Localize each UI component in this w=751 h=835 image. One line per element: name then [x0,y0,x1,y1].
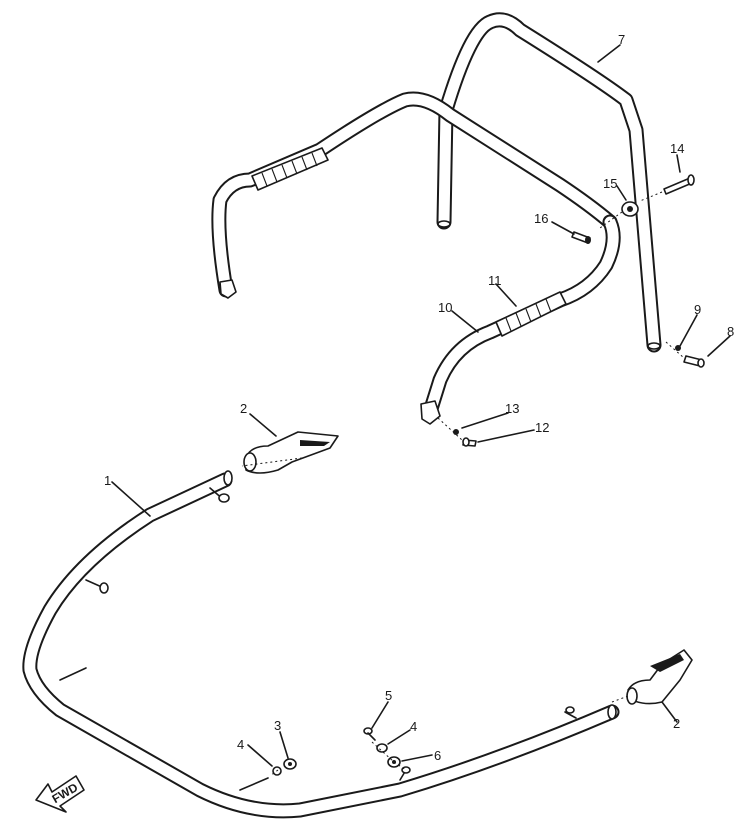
washer-part-13 [453,429,459,435]
forward-direction-arrow: FWD [35,775,85,813]
callout-11: 11 [488,273,502,288]
callout-4-left: 4 [237,737,244,752]
bolt-part-14 [663,174,695,195]
callout-8: 8 [727,324,734,339]
end-cap-lower-part-2 [626,649,693,705]
callout-3: 3 [274,718,281,733]
leader-lines [111,44,731,767]
nut-part-3 [283,758,297,770]
assembly-lines [241,191,685,777]
frame-stud-f [564,711,577,719]
upper-grab-bar [211,91,618,299]
grip-part-11 [495,291,567,337]
side-bar-part-10 [420,214,621,425]
callout-6: 6 [434,748,441,763]
callout-15: 15 [603,176,617,191]
upper-grip [251,147,329,191]
washer-part-4b [376,743,388,753]
rear-bar-right-end [647,342,661,350]
callout-labels: 7 14 15 16 9 8 11 10 13 12 2 1 2 3 4 5 4… [104,32,734,763]
callout-14: 14 [670,141,684,156]
callout-12: 12 [535,420,549,435]
callout-16: 16 [534,211,548,226]
callout-4-right: 4 [410,719,417,734]
frame-left-end [223,470,233,486]
callout-10: 10 [438,300,452,315]
bolt-part-8 [683,355,705,368]
bolt-part-12 [462,437,477,447]
callout-13: 13 [505,401,519,416]
frame-stud-c [59,667,87,681]
frame-stud-d [239,777,269,791]
washer-part-6 [387,756,401,768]
callout-7: 7 [618,32,625,47]
rear-bar-part-7 [436,12,662,353]
rear-bar-left-end [437,220,451,228]
main-frame-part-1 [22,470,620,819]
bolt-part-5 [363,727,376,741]
callout-2-lower: 2 [673,716,680,731]
callout-5: 5 [385,688,392,703]
callout-2-upper: 2 [240,401,247,416]
upper-bar-left-bracket [219,279,237,299]
side-bar-bracket [420,400,441,425]
callout-9: 9 [694,302,701,317]
frame-right-end [607,704,617,720]
screw-part-16 [571,231,591,244]
bushing-part-15 [621,201,639,217]
end-cap-upper-part-2 [243,431,339,474]
callout-1: 1 [104,473,111,488]
